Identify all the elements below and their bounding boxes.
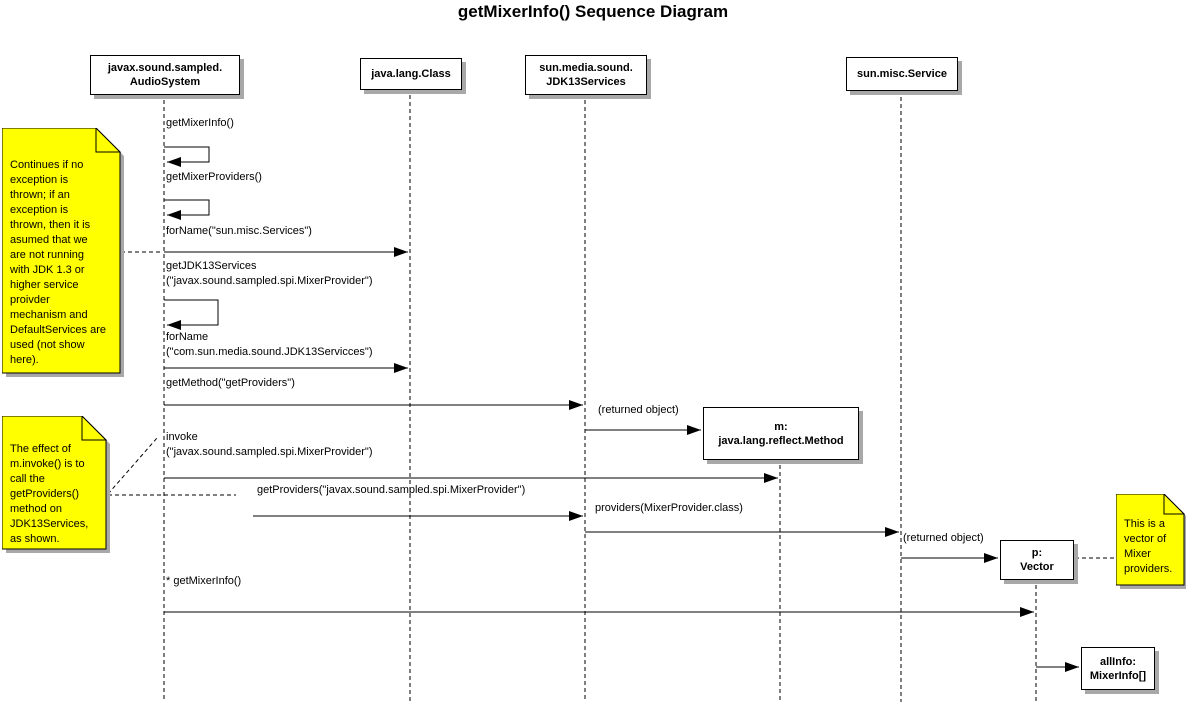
lifeline-head-java-lang-class: java.lang.Class <box>360 58 462 90</box>
object-box-method: m: java.lang.reflect.Method <box>703 407 859 460</box>
message-label-forname-jdk13: forName ("com.sun.media.sound.JDK13Servi… <box>166 331 373 358</box>
lifeline-head-audio-system: javax.sound.sampled. AudioSystem <box>90 55 240 95</box>
lifeline-head-jdk13-services: sun.media.sound. JDK13Services <box>525 55 647 95</box>
lifeline-head-sun-misc-service: sun.misc.Service <box>846 57 958 91</box>
message-label-getmethod: getMethod("getProviders") <box>166 377 295 389</box>
self-call-getjdk13services <box>164 299 219 330</box>
message-label-getmixerproviders: getMixerProviders() <box>166 171 262 183</box>
object-box-allinfo: allInfo: MixerInfo[] <box>1081 647 1155 690</box>
message-label-forname-services: forName("sun.misc.Services") <box>166 225 312 237</box>
note-text: The effect of m.invoke() is to call the … <box>10 443 89 545</box>
self-call-getmixerproviders <box>164 199 210 220</box>
note-vector-of-mixer-providers: This is a vector of Mixer providers. <box>1116 494 1186 591</box>
message-label-returned-object-1: (returned object) <box>598 404 679 416</box>
self-call-getmixerinfo <box>164 146 210 167</box>
note-shape <box>2 416 110 553</box>
message-label-star-getmixerinfo: * getMixerInfo() <box>166 575 242 587</box>
message-label-providers: providers(MixerProvider.class) <box>595 502 743 514</box>
message-label-returned-object-2: (returned object) <box>903 532 984 544</box>
message-label-getproviders: getProviders("javax.sound.sampled.spi.Mi… <box>257 484 526 496</box>
note-shape <box>1116 494 1186 589</box>
note-text: Continues if no exception is thrown; if … <box>10 159 106 366</box>
message-label-invoke: invoke ("javax.sound.sampled.spi.MixerPr… <box>166 431 373 458</box>
note-continues-if-no-exception: Continues if no exception is thrown; if … <box>2 128 126 379</box>
diagram-title: getMixerInfo() Sequence Diagram <box>457 2 729 21</box>
message-label-getmixerinfo: getMixerInfo() <box>166 117 234 129</box>
note-effect-of-invoke: The effect of m.invoke() is to call the … <box>2 416 112 555</box>
note2-connector-diagonal <box>107 437 158 495</box>
note-text: This is a vector of Mixer providers. <box>1124 518 1173 575</box>
note-shape <box>2 128 124 377</box>
message-label-getjdk13services: getJDK13Services ("javax.sound.sampled.s… <box>166 260 373 287</box>
object-box-vector: p: Vector <box>1000 540 1074 580</box>
